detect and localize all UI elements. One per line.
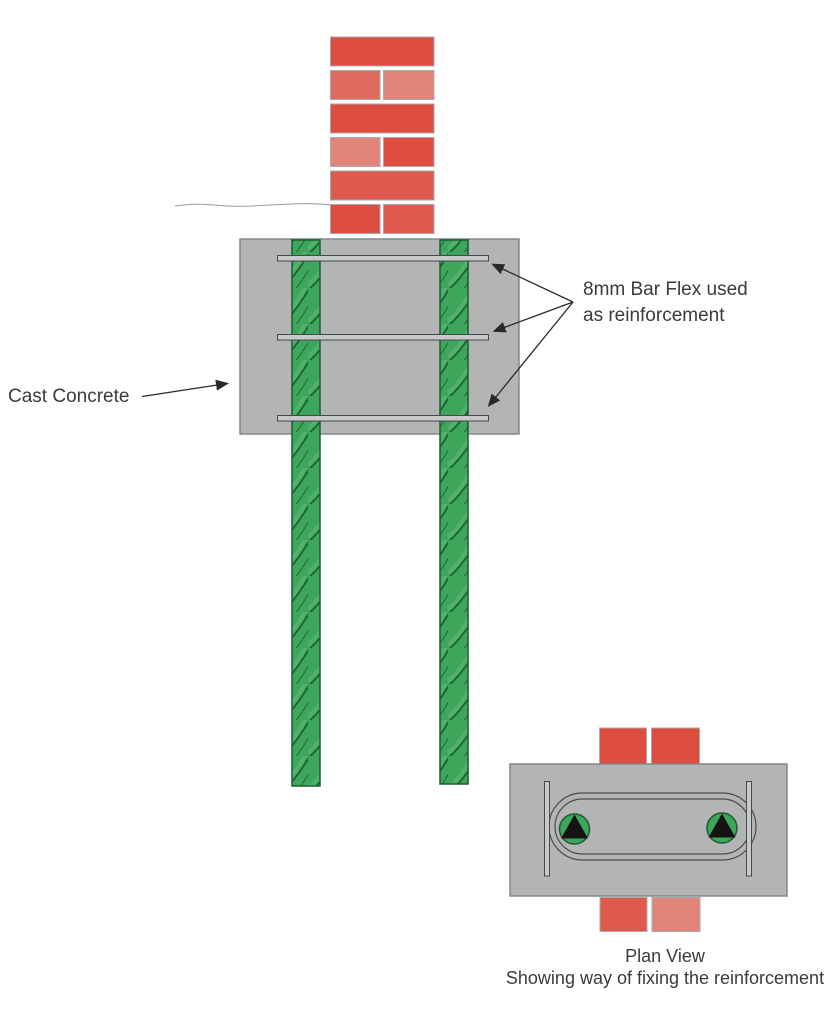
cast-concrete-label: Cast Concrete — [8, 386, 130, 407]
brick — [330, 204, 381, 234]
barflex-arrow-2 — [492, 301, 574, 333]
brick — [330, 170, 435, 201]
barflex-arrow-3 — [487, 301, 574, 408]
brick — [383, 70, 435, 100]
brick — [330, 103, 435, 134]
plan-view-caption: Plan View Showing way of fixing the rein… — [478, 945, 838, 989]
brick — [330, 137, 381, 167]
plan-brick-top-right — [651, 727, 700, 766]
barflex-label-line2: as reinforcement — [583, 305, 725, 326]
ground-line — [174, 203, 332, 207]
horizontal-bar-1 — [277, 255, 489, 262]
plan-view-subtitle: Showing way of fixing the reinforcement — [505, 968, 825, 988]
barflex-rod-right — [439, 239, 469, 785]
cast-concrete-arrow — [141, 379, 229, 398]
plan-brick-bottom-left — [599, 897, 648, 932]
brick — [383, 137, 435, 167]
plan-brick-bottom-right — [651, 897, 701, 932]
plan-concrete-block — [509, 763, 788, 897]
barflex-arrow-1 — [491, 263, 574, 303]
plan-bar-left — [544, 781, 550, 877]
plan-bar-right — [746, 781, 752, 877]
barflex-label-line1: 8mm Bar Flex used — [583, 279, 748, 300]
rod-marker-right — [708, 813, 736, 838]
horizontal-bar-3 — [277, 415, 489, 422]
brick — [330, 70, 381, 100]
brick — [330, 36, 435, 67]
plan-view-title: Plan View — [625, 946, 705, 966]
barflex-label: 8mm Bar Flex used as reinforcement — [583, 277, 748, 329]
brick-column — [330, 36, 435, 234]
brick — [383, 204, 435, 234]
barflex-rod-left — [291, 239, 321, 787]
plan-view — [509, 727, 788, 932]
horizontal-bar-2 — [277, 334, 489, 341]
rod-marker-left — [561, 814, 588, 839]
plan-brick-top-left — [599, 727, 647, 766]
